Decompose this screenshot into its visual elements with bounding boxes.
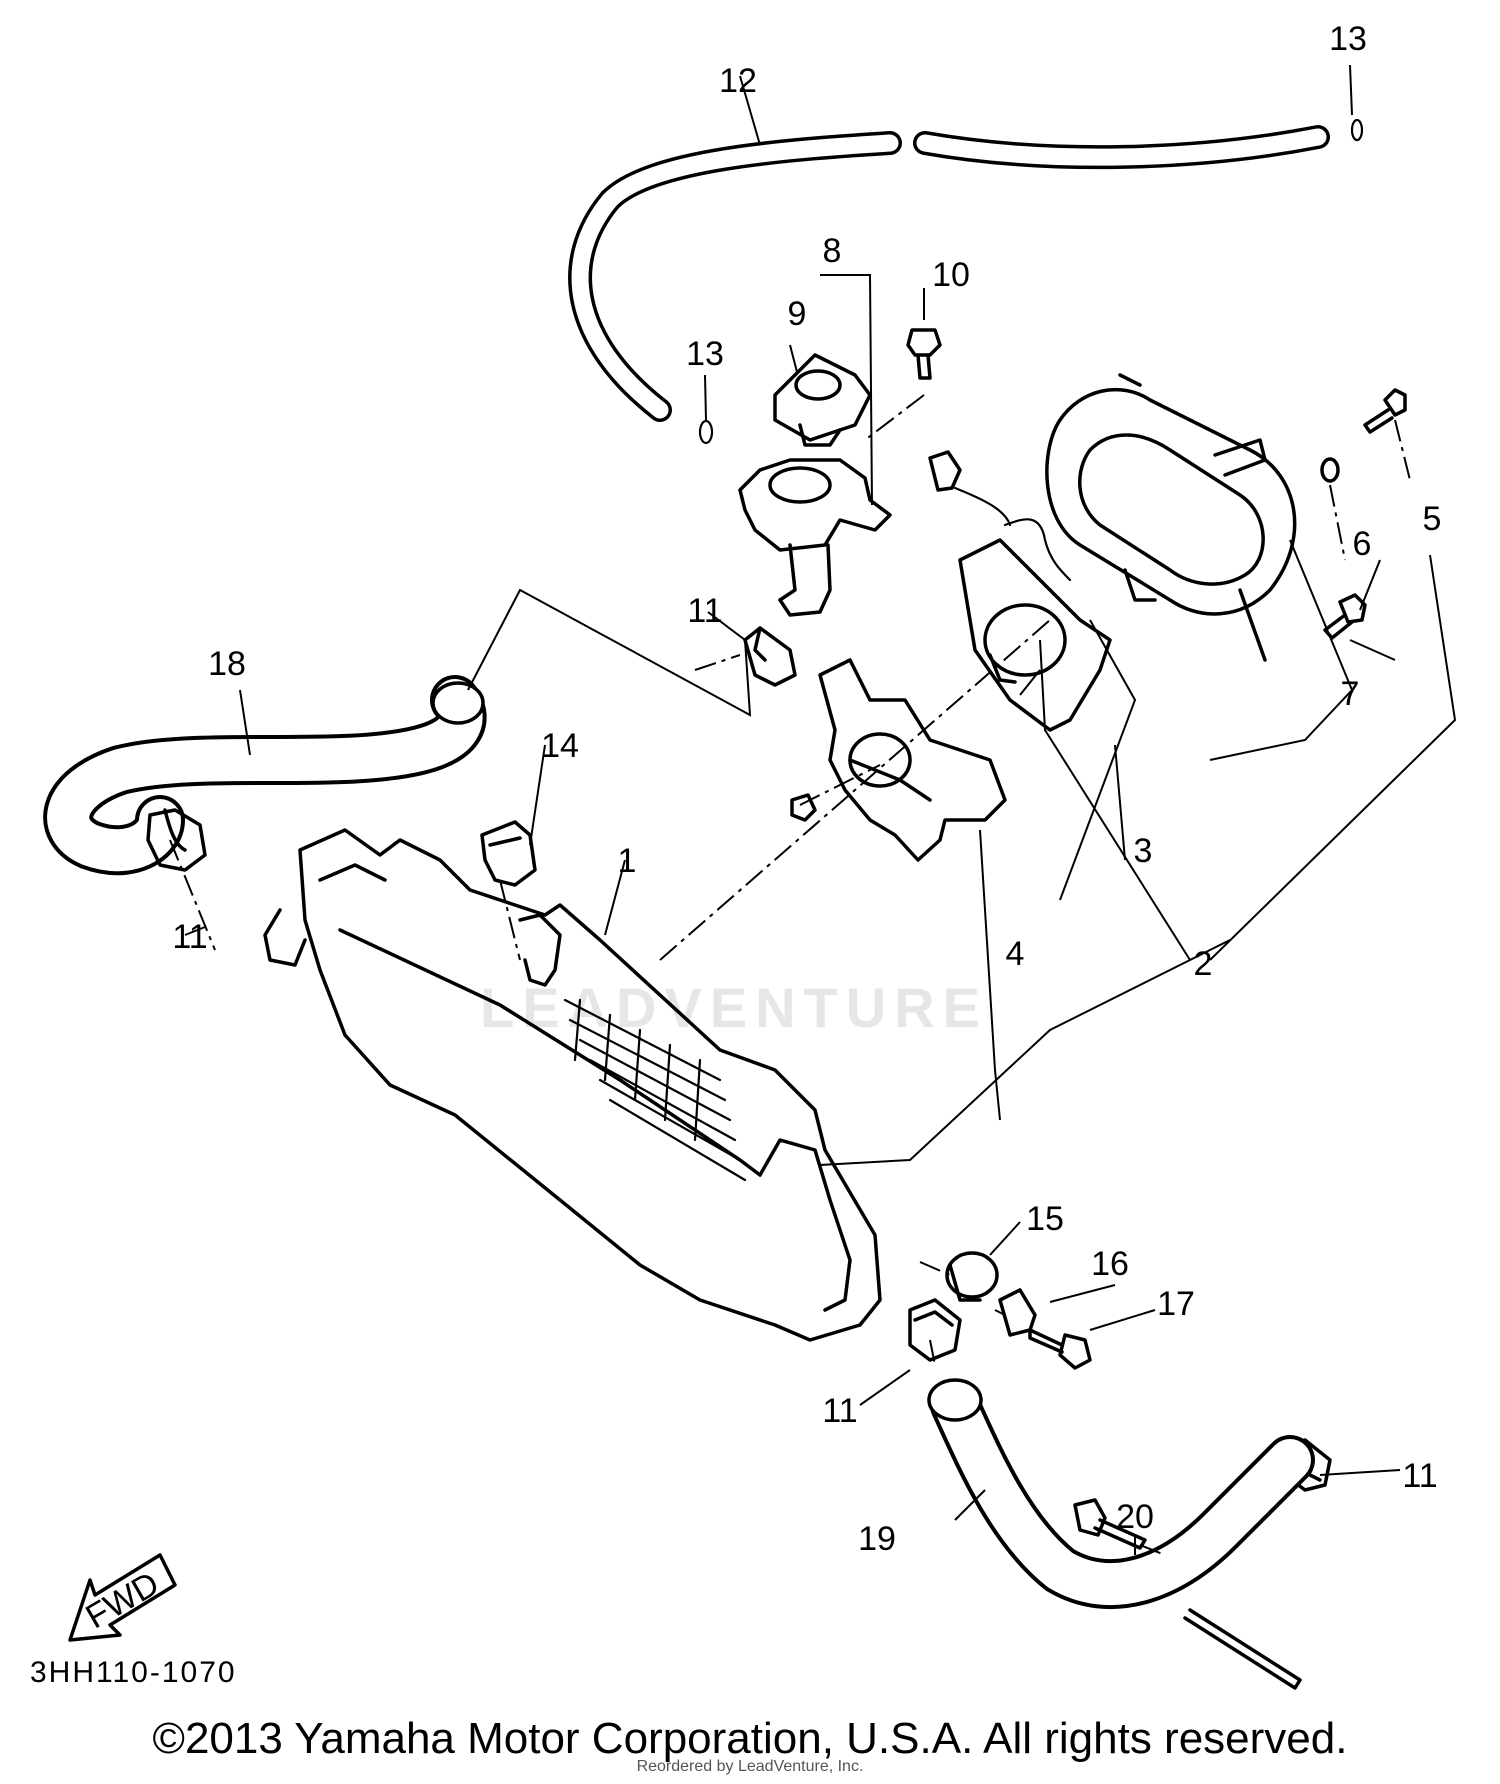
hose-clip-lower[interactable] [698,419,714,445]
callout-11-lower-right: 11 [1402,1457,1437,1495]
radiator-cap[interactable] [773,353,872,447]
callout-12: 12 [719,62,757,100]
hose-clip-top[interactable] [1350,118,1364,142]
bolt-20[interactable] [1073,1498,1147,1550]
watermark: LEADVENTURE [480,976,989,1039]
leader-lines [184,64,1457,1555]
hose-clamp-upper-right[interactable] [743,626,797,687]
callout-19: 19 [858,1520,896,1558]
callout-4: 4 [1006,935,1025,973]
filler-neck[interactable] [738,458,892,617]
callout-15: 15 [1026,1200,1064,1238]
callout-11-lower: 11 [822,1392,857,1430]
overflow-hose[interactable] [568,125,1330,422]
callouts: 12 13 8 10 9 13 5 6 11 7 18 14 3 11 1 4 … [172,20,1441,1558]
cap-14[interactable] [480,820,537,887]
callout-9: 9 [788,295,807,333]
collar-16[interactable] [998,1288,1037,1337]
motor-connector[interactable] [928,450,1012,527]
document-number: 3HH110-1070 [30,1656,237,1689]
strap [1183,1608,1302,1690]
callout-11-upper-right: 11 [687,592,722,630]
fitting-15[interactable] [945,1251,999,1302]
bolt-17[interactable] [1028,1328,1092,1370]
assembly-lines [169,394,1411,1556]
bolt-5[interactable] [1363,388,1407,434]
callout-8: 8 [823,232,842,270]
callout-10: 10 [932,256,970,294]
fan-shroud[interactable] [1045,373,1297,662]
copyright-notice: ©2013 Yamaha Motor Corporation, U.S.A. A… [152,1714,1348,1763]
forward-arrow: FWD [68,1553,177,1642]
callout-11-upper-left: 11 [172,918,207,956]
reorder-note: Reordered by LeadVenture, Inc. [636,1758,864,1775]
callout-2: 2 [1194,945,1213,983]
hose-clamp-lower[interactable] [908,1298,962,1362]
callout-13-top: 13 [1329,20,1367,58]
callout-14: 14 [541,727,579,765]
callout-5: 5 [1423,500,1442,538]
callout-3: 3 [1134,832,1153,870]
callout-18: 18 [208,645,246,683]
fan-nut[interactable] [790,793,817,822]
cooling-fan[interactable] [818,658,1007,862]
fwd-label: FWD [79,1565,165,1637]
callout-1: 1 [618,842,637,880]
hose-clamp-upper-left[interactable] [146,808,207,872]
callout-20: 20 [1116,1498,1154,1536]
collar-6[interactable] [1320,457,1340,483]
callout-16: 16 [1091,1245,1129,1283]
radiator[interactable] [263,828,882,1342]
callout-13-lower: 13 [686,335,724,373]
radiator-hose-upper[interactable] [43,675,487,876]
callout-7: 7 [1341,675,1360,713]
bolt-10[interactable] [906,328,942,380]
bolt-7[interactable] [1323,593,1367,640]
callout-6: 6 [1353,525,1372,563]
fan-motor[interactable] [958,518,1112,732]
radiator-hose-lower[interactable] [927,1378,1315,1609]
callout-17: 17 [1157,1285,1195,1323]
